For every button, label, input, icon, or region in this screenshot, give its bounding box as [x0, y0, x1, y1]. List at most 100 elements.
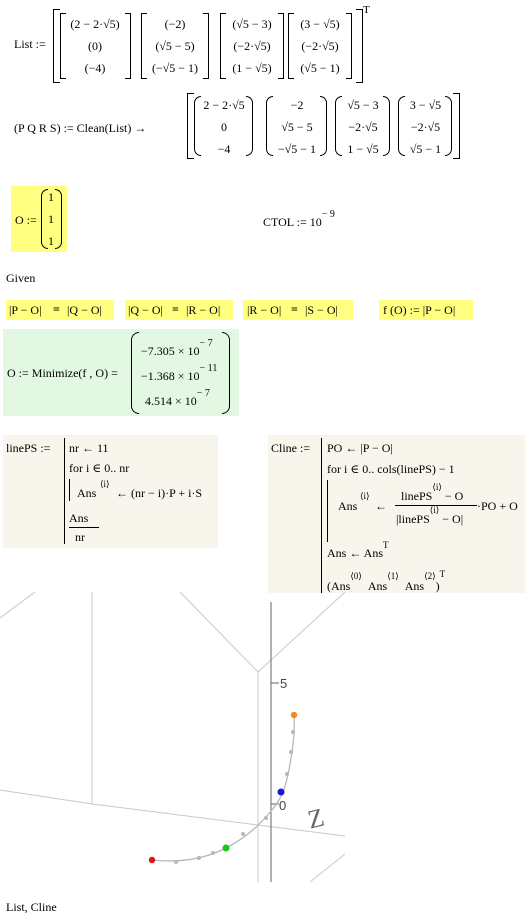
curve-marker — [174, 860, 178, 864]
program-line: PO ← |P − O| — [327, 441, 393, 455]
curve-markers — [174, 730, 295, 864]
outer-bracket-left — [53, 9, 60, 83]
program-superscript: ⟨i⟩ — [100, 479, 110, 489]
clean-cell: −2 — [290, 98, 304, 112]
o-init-label: O := — [15, 213, 37, 227]
point-p-red — [148, 856, 156, 864]
program-superscript: ⟨i⟩ — [360, 491, 370, 501]
list-cell: (−4) — [84, 61, 106, 75]
cline-curve — [151, 713, 296, 862]
program-bar — [64, 438, 65, 544]
curve-marker — [285, 772, 289, 776]
point-q-green — [222, 844, 230, 852]
clean-cell: 3 − √5 — [409, 98, 442, 112]
clean-cell: √5 − 3 — [347, 98, 379, 112]
result-bracket-right — [453, 93, 460, 159]
f-definition[interactable]: f (O) := |P − O| — [379, 300, 473, 320]
fraction-bar — [395, 505, 477, 506]
program-line: (Ans⟨0⟩ Ans⟨1⟩ Ans⟨2⟩)T — [327, 569, 446, 593]
o-init-region[interactable]: O := 1 1 1 — [11, 186, 67, 252]
group-bracket-left — [220, 13, 226, 79]
z-tick-label-5: 5 — [280, 676, 287, 691]
list-cell: (0) — [88, 39, 102, 53]
constraint-lhs: |P − O| — [9, 303, 42, 317]
program-line: ← (nr − i)·P + i·S — [116, 486, 203, 500]
frac-numerator: Ans — [69, 511, 89, 525]
curve-marker — [291, 730, 295, 734]
group-bracket-right — [346, 13, 352, 79]
constraint-qr[interactable]: |Q − O| = |R − O| — [125, 300, 233, 320]
minimize-label: O := Minimize(f , O) = — [7, 366, 118, 380]
paren-left — [335, 96, 342, 156]
constraint-rhs: |S − O| — [305, 303, 338, 317]
constraint-equals: = — [172, 302, 179, 316]
result-bracket-left — [187, 93, 194, 159]
plot-box — [0, 592, 346, 883]
z-axis — [270, 602, 279, 882]
given-keyword[interactable]: Given — [6, 271, 36, 285]
group-bracket-left — [141, 13, 147, 79]
frac-numerator: linePS⟨i⟩ − O — [401, 482, 464, 503]
constraint-pq[interactable]: |P − O| = |Q − O| — [6, 300, 114, 320]
frac-denominator: nr — [75, 530, 85, 544]
minimize-value: 4.514 × 10− 7 — [145, 388, 210, 408]
program-token: Ans — [77, 486, 97, 500]
list-cell: (−2) — [164, 17, 186, 31]
assign-arrow: ← — [375, 499, 387, 513]
group-bracket-left — [288, 13, 294, 79]
list-cell: (2 − 2·√5) — [70, 17, 120, 31]
curve-marker — [211, 851, 215, 855]
program-line: Ans ← AnsT — [327, 540, 389, 560]
clean-cell: −4 — [217, 142, 231, 156]
list-cell: (√5 − 3) — [232, 17, 272, 31]
point-s-orange — [290, 711, 298, 719]
z-tick-label-0: 0 — [279, 798, 286, 813]
clean-cell: −2·√5 — [348, 120, 378, 134]
cline-program-region[interactable]: Cline := PO ← |P − O| for i ∈ 0.. cols(l… — [268, 435, 525, 593]
box-edge — [91, 803, 346, 837]
frac-denominator: |linePS⟨i⟩ − O| — [396, 505, 464, 526]
box-edge — [179, 592, 259, 673]
outer-bracket-right — [356, 9, 363, 83]
3d-plot[interactable]: 5 0 Z — [0, 592, 529, 892]
clean-cell: 1 − √5 — [347, 142, 379, 156]
clean-cell: −2·√5 — [410, 120, 441, 134]
list-cell: (1 − √5) — [232, 61, 272, 75]
program-line: for i ∈ 0.. nr — [69, 461, 130, 475]
constraint-equals: = — [53, 302, 60, 316]
plot-caption: List, Cline — [6, 900, 57, 914]
minimize-value: −1.368 × 10− 11 — [141, 363, 218, 383]
ctol-label: CTOL := 10 — [263, 215, 322, 229]
program-line: for i ∈ 0.. cols(linePS) − 1 — [327, 462, 455, 476]
list-cell: (−2·√5) — [301, 39, 339, 53]
point-r-blue — [277, 788, 285, 796]
program-line: ·PO + O — [477, 499, 518, 513]
paren-left — [266, 96, 273, 156]
lineps-program-region[interactable]: linePS := nr ← 11 for i ∈ 0.. nr Ans ⟨i⟩… — [3, 435, 218, 548]
clean-label: (P Q R S) := Clean(List) → — [14, 121, 147, 135]
fraction-bar — [69, 527, 99, 528]
cline-label: Cline := — [271, 441, 311, 455]
o-init-value: 1 — [48, 234, 54, 248]
ctol-definition[interactable]: CTOL := 10− 9 — [263, 209, 335, 230]
minimize-value: −7.305 × 10− 7 — [141, 338, 213, 358]
box-edge — [257, 592, 346, 673]
program-token: Ans — [338, 499, 358, 513]
group-bracket-left — [60, 13, 66, 79]
curve-marker — [289, 750, 293, 754]
constraint-rs[interactable]: |R − O| = |S − O| — [243, 300, 353, 320]
constraint-lhs: |R − O| — [247, 303, 282, 317]
clean-cell: √5 − 1 — [409, 142, 442, 156]
box-edge — [309, 853, 346, 883]
minimize-result-region[interactable]: O := Minimize(f , O) = −7.305 × 10− 7 −1… — [3, 329, 239, 416]
paren-left — [131, 332, 139, 414]
o-init-value: 1 — [48, 212, 54, 226]
loop-bar — [327, 480, 328, 542]
clean-cell: √5 − 5 — [281, 120, 313, 134]
paren-left — [194, 96, 201, 156]
box-edge — [0, 789, 93, 805]
clean-cell: 0 — [221, 120, 227, 134]
group-bracket-right — [125, 13, 131, 79]
group-bracket-right — [203, 13, 209, 79]
lineps-label: linePS := — [6, 441, 51, 455]
